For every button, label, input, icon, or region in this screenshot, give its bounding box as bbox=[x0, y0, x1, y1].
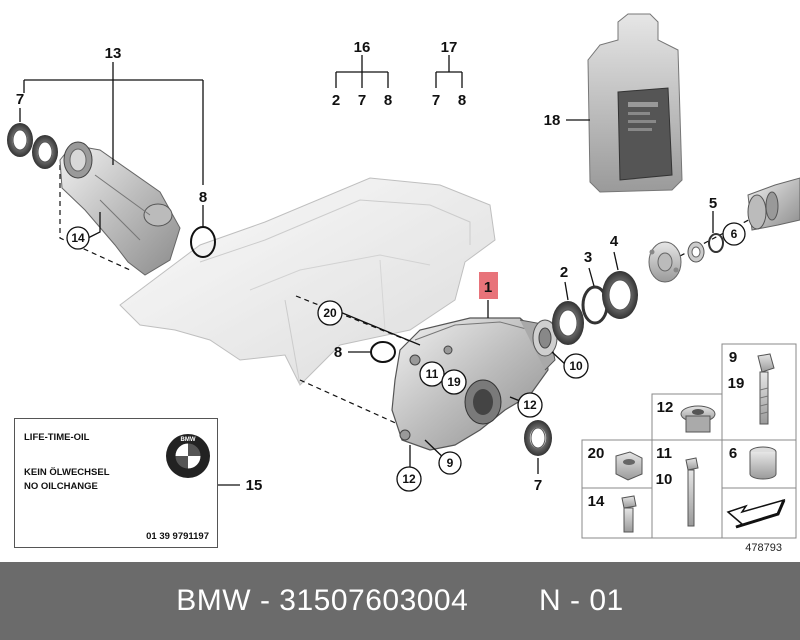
callout-8-center: 8 bbox=[334, 344, 342, 361]
circled-callouts: 14 6 20 10 11 19 12 9 12 bbox=[66, 222, 746, 492]
legend-label-6: 6 bbox=[729, 445, 737, 462]
seal-ring-7-right bbox=[524, 420, 552, 456]
callout-8-left: 8 bbox=[199, 189, 207, 206]
seal-ring-7-left bbox=[7, 123, 33, 157]
callout-16: 16 bbox=[354, 39, 371, 56]
callout-labels: 13 7 8 16 2 7 8 17 7 8 18 5 1 2 3 4 8 7 … bbox=[16, 39, 745, 510]
washer-5 bbox=[708, 233, 724, 253]
small-parts-legend bbox=[581, 343, 797, 539]
callout-12-circled-right: 12 bbox=[523, 398, 537, 412]
callout-17-8: 8 bbox=[458, 92, 466, 109]
bmw-logo-lettering: BMW bbox=[181, 437, 196, 443]
lifetime-oil-label: LIFE-TIME-OIL KEIN ÖLWECHSEL NO OILCHANG… bbox=[14, 418, 218, 548]
callout-16-2: 2 bbox=[332, 92, 340, 109]
callout-16-8: 8 bbox=[384, 92, 392, 109]
arrow-symbol-icon bbox=[726, 498, 786, 529]
oil-label-line1: LIFE-TIME-OIL bbox=[24, 432, 90, 443]
legend-label-19: 19 bbox=[728, 375, 745, 392]
shim-ring-4 bbox=[602, 271, 638, 319]
callout-20-circled: 20 bbox=[323, 306, 337, 320]
footer-part-number: BMW - 31507603004 bbox=[176, 584, 469, 617]
oil-label-line2: KEIN ÖLWECHSEL bbox=[24, 467, 110, 478]
extension-housing bbox=[59, 141, 181, 276]
callout-7-right: 7 bbox=[534, 477, 542, 494]
sleeve-6-icon bbox=[749, 446, 777, 480]
callout-7-left: 7 bbox=[16, 91, 24, 108]
dash-line-13 bbox=[59, 165, 131, 271]
callout-1: 1 bbox=[484, 279, 492, 296]
plug-12-icon bbox=[680, 405, 716, 433]
bolt-9-19-icon bbox=[757, 353, 775, 425]
callout-13: 13 bbox=[105, 45, 122, 62]
callout-17-7: 7 bbox=[432, 92, 440, 109]
legend-label-12: 12 bbox=[657, 399, 674, 416]
dash-line-9 bbox=[299, 379, 401, 426]
callout-14-circled: 14 bbox=[71, 231, 85, 245]
callout-11-circled: 11 bbox=[426, 367, 439, 381]
legend-label-9: 9 bbox=[729, 349, 737, 366]
nut-20-icon bbox=[615, 451, 643, 481]
bmw-logo: BMW bbox=[166, 434, 210, 478]
callout-15: 15 bbox=[246, 477, 263, 494]
legend-label-20: 20 bbox=[588, 445, 605, 462]
footer-reference: N - 01 bbox=[539, 584, 624, 617]
callout-19-circled: 19 bbox=[447, 375, 461, 389]
o-ring-8-center bbox=[370, 341, 396, 363]
catalog-number: 478793 bbox=[745, 542, 782, 554]
callout-3: 3 bbox=[584, 249, 592, 266]
legend-label-11: 11 bbox=[656, 445, 672, 462]
oil-label-line3: NO OILCHANGE bbox=[24, 481, 98, 492]
callout-2: 2 bbox=[560, 264, 568, 281]
oil-label-part-number: 01 39 9791197 bbox=[146, 531, 209, 542]
highlight-part-1 bbox=[479, 272, 498, 299]
stud-11-10-icon bbox=[685, 457, 699, 527]
legend-cell-arrow-symbol bbox=[721, 487, 797, 539]
callout-9-circled: 9 bbox=[447, 456, 454, 470]
callout-18: 18 bbox=[544, 112, 561, 129]
exploded-parts-diagram: 13 7 8 16 2 7 8 17 7 8 18 5 1 2 3 4 8 7 … bbox=[7, 13, 800, 539]
callout-4: 4 bbox=[610, 233, 619, 250]
output-flange bbox=[648, 241, 682, 283]
seal-ring-left-2 bbox=[32, 135, 58, 169]
callout-16-7: 7 bbox=[358, 92, 366, 109]
oil-pan bbox=[119, 177, 496, 386]
seal-ring-2 bbox=[552, 301, 584, 345]
callout-6-circled: 6 bbox=[731, 227, 738, 241]
rear-differential-housing bbox=[391, 317, 558, 451]
callout-5: 5 bbox=[709, 195, 717, 212]
legend-label-10: 10 bbox=[656, 471, 673, 488]
callout-17: 17 bbox=[441, 39, 458, 56]
callout-12-circled-bottom: 12 bbox=[402, 472, 416, 486]
legend-label-14: 14 bbox=[588, 493, 605, 510]
callout-10-circled: 10 bbox=[569, 359, 583, 373]
footer-gap bbox=[468, 584, 539, 618]
drive-shaft-end bbox=[747, 177, 800, 231]
collar-nut-5 bbox=[687, 241, 705, 263]
footer-bar: BMW - 31507603004 N - 01 bbox=[0, 562, 800, 640]
bolt-14-icon bbox=[621, 495, 637, 533]
oil-bottle bbox=[587, 13, 683, 193]
legend-cell-bolt-14 bbox=[581, 487, 653, 539]
